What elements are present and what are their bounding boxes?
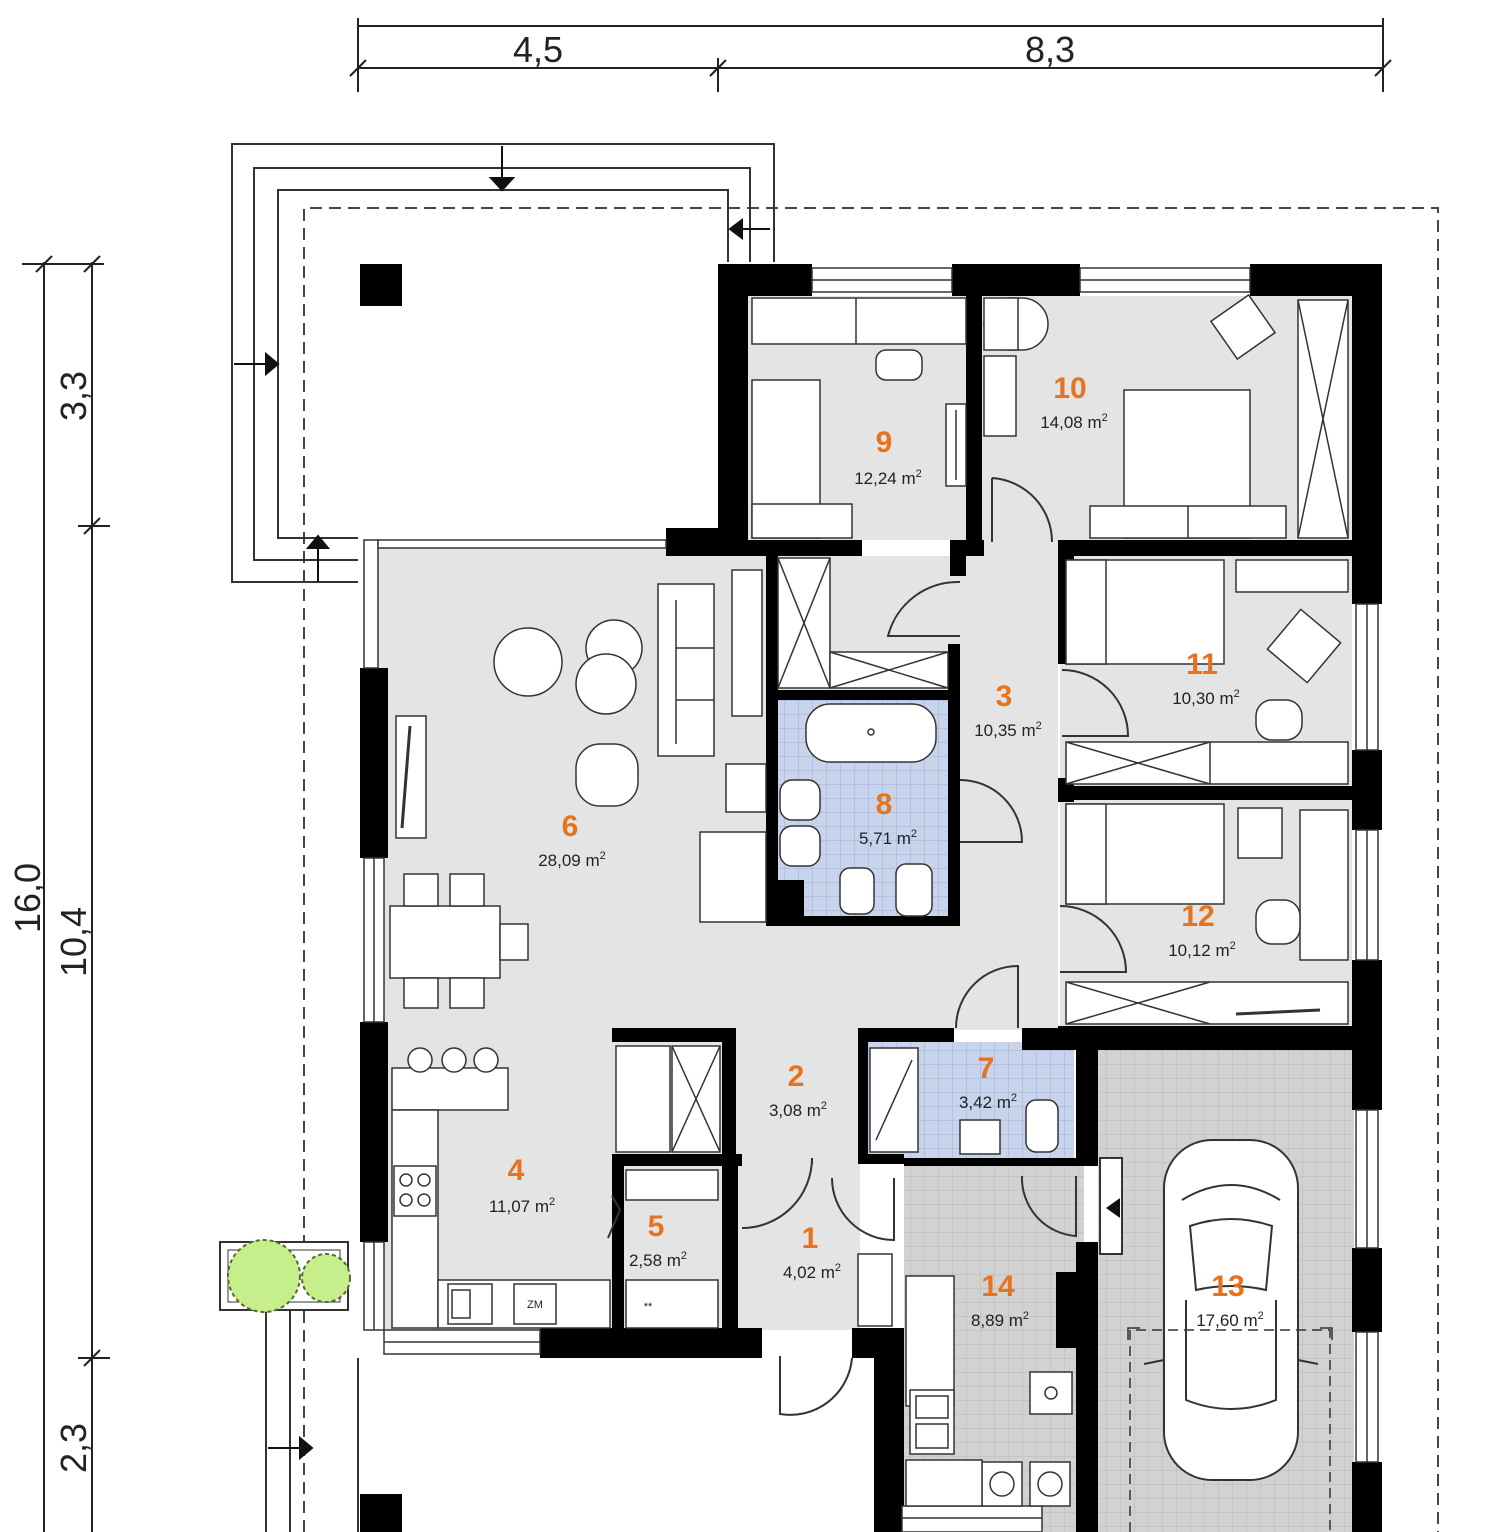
porch-column: [360, 1494, 402, 1532]
room-14-number: 14: [981, 1270, 1015, 1303]
dim-left-bottom: 2,3: [53, 1423, 94, 1473]
kitchen-island: [391, 1067, 509, 1111]
washbasin-2: [779, 825, 821, 867]
terrace-arrows: [234, 146, 770, 582]
desk-room-12: [1299, 809, 1349, 961]
dim-top-left: 4,5: [513, 29, 563, 70]
room-8-area: 5,71 m2: [859, 828, 917, 848]
room-5-number: 5: [648, 1210, 665, 1243]
parking-marks: [1129, 1329, 1331, 1532]
side-table-2: [575, 653, 637, 715]
room-1-area: 4,02 m2: [783, 1262, 841, 1282]
room-10-area: 14,08 m2: [1040, 412, 1108, 432]
terrace-column: [360, 264, 402, 306]
room-9-area: 12,24 m2: [854, 468, 922, 488]
parking-corners: [1127, 1327, 1333, 1340]
room-2-area: 3,08 m2: [769, 1100, 827, 1120]
furniture: [389, 293, 1349, 1507]
armchair-room-10: [1209, 293, 1277, 361]
room-13-number: 13: [1211, 1270, 1244, 1303]
wardrobe-room-12: [1065, 981, 1349, 1025]
room-11-number: 11: [1186, 648, 1218, 681]
room-4-number: 4: [508, 1154, 525, 1187]
dim-left-middle: 10,4: [53, 907, 94, 977]
room-6-number: 6: [562, 810, 579, 843]
cooktop: [393, 1165, 437, 1217]
armchair-2: [575, 743, 639, 807]
dining-table: [389, 905, 501, 979]
room-7-area: 3,42 m2: [959, 1092, 1017, 1112]
armchair-1: [493, 627, 563, 697]
windows: [363, 267, 1379, 1532]
toilet-2: [895, 863, 933, 917]
room-9-number: 9: [876, 426, 893, 459]
bench: [857, 1253, 893, 1327]
terrace: [231, 143, 775, 583]
wc-toilet: [1025, 1099, 1059, 1153]
top-dimensions: [349, 18, 1392, 92]
room-labels: 1 4,02 m2 2 3,08 m2 3 10,35 m2 4 11,07 m…: [489, 372, 1264, 1330]
shelf: [731, 569, 763, 717]
toilet-1: [839, 867, 875, 915]
kitchen-counter: [391, 1109, 439, 1329]
dryer: [1029, 1461, 1071, 1507]
room-12-number: 12: [1181, 900, 1214, 933]
wc-washbasin: [959, 1119, 1001, 1155]
walls: [360, 264, 1382, 1532]
desk-room-11: [1065, 741, 1349, 785]
garage-door-arrow: [1099, 1157, 1123, 1255]
room-5-area: 2,58 m2: [629, 1250, 687, 1270]
dim-top-right: 8,3: [1025, 29, 1075, 70]
roof-outline: [303, 207, 1439, 1532]
sofa: [657, 583, 715, 757]
fridge: [615, 1045, 671, 1153]
room-3-number: 3: [996, 680, 1013, 713]
porch: [265, 1310, 359, 1532]
desk-room-9: [751, 297, 967, 345]
room-10-number: 10: [1053, 372, 1086, 405]
left-dimensions: [22, 255, 110, 1532]
room-6-area: 28,09 m2: [538, 850, 606, 870]
room-3-area: 10,35 m2: [974, 720, 1042, 740]
tree-large-icon: [227, 1239, 301, 1313]
fridge-label: ZM: [527, 1299, 543, 1311]
cooktop-marks: **: [644, 1301, 653, 1313]
room-1-number: 1: [802, 1222, 819, 1255]
doors: [607, 477, 1130, 1416]
room-11-area: 10,30 m2: [1172, 688, 1240, 708]
washbasin-1: [779, 779, 821, 821]
room-14-area: 8,89 m2: [971, 1310, 1029, 1330]
room-2-number: 2: [788, 1060, 805, 1093]
dim-left-top: 3,3: [53, 371, 94, 421]
room-12-area: 10,12 m2: [1168, 940, 1236, 960]
room-4-area: 11,07 m2: [489, 1196, 555, 1216]
car-icon: [1143, 1139, 1319, 1481]
room-8-number: 8: [876, 788, 893, 821]
tv-unit: [395, 715, 427, 839]
chair-room-11: [1255, 699, 1303, 741]
room-7-number: 7: [978, 1052, 995, 1085]
chair-room-12: [1255, 899, 1301, 945]
chair-room-9: [875, 349, 923, 381]
armchair-room-11: [1266, 608, 1342, 684]
porch-arrow: [268, 1435, 314, 1461]
dim-left-total: 16,0: [7, 863, 48, 933]
tree-small-icon: [301, 1253, 351, 1303]
room-13-area: 17,60 m2: [1196, 1310, 1264, 1330]
